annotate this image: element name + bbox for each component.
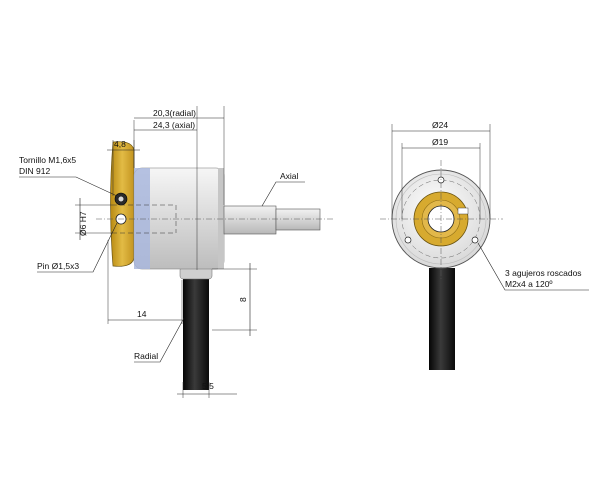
encoder-front-band <box>134 168 150 269</box>
encoder-rear-flange <box>218 168 224 269</box>
front-radial-cable <box>429 268 455 370</box>
dim-5-5: 5.5 <box>202 381 214 391</box>
axial-label: Axial <box>280 171 299 181</box>
front-clamp-slot <box>457 207 469 215</box>
dim-14: 14 <box>137 309 147 319</box>
axial-leader <box>261 181 305 207</box>
holes-label-line1: 3 agujeros roscados <box>505 268 582 278</box>
threaded-hole-3 <box>471 236 479 244</box>
screw-leader <box>19 176 118 197</box>
pin-leader <box>37 222 118 273</box>
radial-label: Radial <box>134 351 158 361</box>
screw-label-line1: Tornillo M1,6x5 <box>19 155 76 165</box>
dim-8: 8 <box>238 297 248 302</box>
axial-shaft <box>275 208 321 231</box>
side-view: 20,3(radial) 24,3 (axial) 4,8 Tornillo M… <box>19 106 335 398</box>
dim-dia-24: Ø24 <box>432 120 448 130</box>
dim-radial-length: 20,3(radial) <box>153 108 196 118</box>
pin-label: Pin Ø1,5x3 <box>37 261 79 271</box>
holes-leader <box>477 242 589 291</box>
dim-bore: Ø6 H7 <box>78 211 88 236</box>
threaded-hole-2 <box>404 236 412 244</box>
clamp-screw-socket <box>118 196 124 202</box>
axial-shaft-step <box>223 205 277 235</box>
dim-dia-19: Ø19 <box>432 137 448 147</box>
holes-label-line2: M2x4 a 120º <box>505 279 553 289</box>
dim-axial-length: 24,3 (axial) <box>153 120 195 130</box>
front-view: Ø24 Ø19 3 agujeros roscados M2x4 a 120º <box>380 120 589 370</box>
dim-4-8: 4,8 <box>114 139 126 149</box>
radial-cable <box>183 275 209 390</box>
radial-leader <box>134 317 185 363</box>
screw-label-line2: DIN 912 <box>19 166 50 176</box>
